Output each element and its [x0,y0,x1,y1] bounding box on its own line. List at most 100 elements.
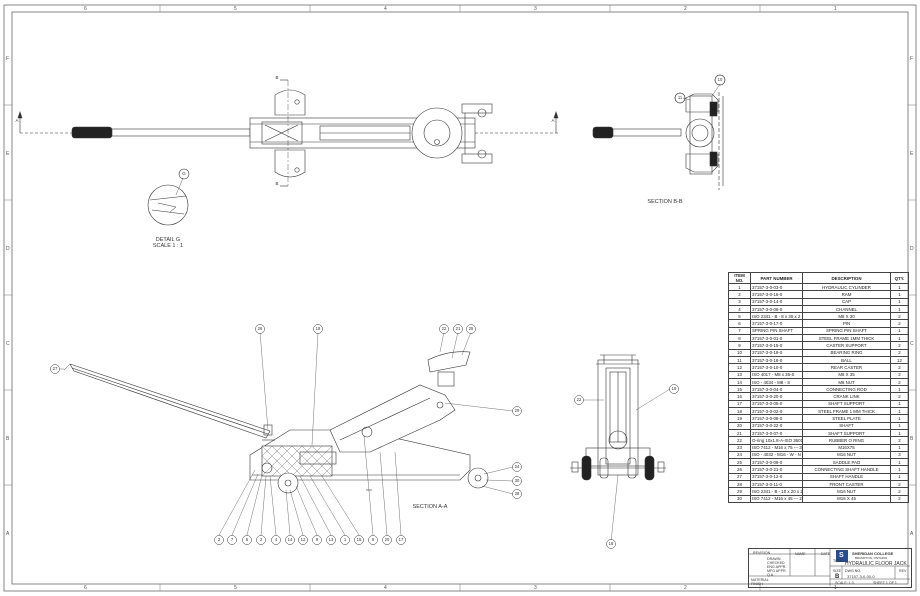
bom-cell-item-no: 7 [728,326,751,336]
bom-cell-part-number: 37157-3-0-17-0 [750,319,803,328]
bom-cell-qty: 1 [890,443,909,452]
bom-cell-description: M16X75 [802,443,891,452]
bom-cell-item-no: 14 [728,377,751,387]
bom-cell-part-number: 37157-3-0-09-0 [750,458,803,467]
zone-col-6: 6 [84,6,87,12]
title-block-dwg-no-label: DWG NO. [845,569,862,573]
title-block-title-label: TITLE: [833,559,844,563]
balloon-bb-10: 10 [717,77,723,82]
bom-cell-part-number: 37157-3-0-04-0 [750,385,803,394]
bom-cell-qty: 2 [890,487,909,496]
bom-cell-description: BEARING RING [802,348,891,357]
balloon-end-22: 22 [576,397,582,402]
detail-g-view [147,168,190,226]
balloon-bottom-15: 15 [356,537,362,542]
bom-header-qty: QTY. [890,272,909,284]
zone-row-a-right: A [910,531,914,537]
bom-cell-qty: 2 [890,377,909,387]
bom-cell-item-no: 12 [728,363,751,372]
bom-header-description: DESCRIPTION [802,272,891,284]
bom-cell-item-no: 16 [728,392,751,401]
bom-cell-qty: 1 [890,290,909,299]
bom-cell-qty: 2 [890,363,909,372]
bom-cell-qty: 1 [890,282,909,292]
bom-cell-part-number: 37157-3-0-02-0 [750,407,803,416]
bom-cell-item-no: 10 [728,348,751,357]
bom-cell-part-number: SPRING PIN SHAFT [750,326,803,336]
bom-cell-item-no: 3 [728,297,751,306]
bom-cell-part-number: 37157-3-0-12-0 [750,472,803,482]
bom-cell-qty: 1 [890,428,909,438]
bom-cell-qty: 1 [890,407,909,416]
title-block: REVISION DRAWN CHECKED ENG APPR. MFG APP… [748,548,912,588]
bom-cell-description: RUBBER O RING [802,436,891,445]
balloon-28: 28 [514,491,520,496]
bom-cell-item-no: 6 [728,319,751,328]
bom-cell-qty: 1 [890,334,909,343]
section-mark-a-right: A [551,118,555,123]
bom-cell-part-number: 37157-3-0-19-0 [750,348,803,357]
bom-cell-part-number: 37157-3-0-01-0 [750,334,803,343]
bom-cell-item-no: 8 [728,334,751,343]
bom-cell-part-number: 37157-3-0-10-0 [750,363,803,372]
bom-cell-part-number: 37157-3-0-21-0 [750,465,803,474]
detail-g-title: DETAIL G [155,237,181,243]
bom-cell-item-no: 28 [728,479,751,489]
zone-col-5-bottom: 5 [234,585,237,591]
section-bb-view [592,74,726,190]
bom-cell-description: CONNECTING SHAFT HANDLE [802,465,891,474]
balloon-22: 22 [441,326,447,331]
drawing-size: B [835,574,840,580]
zone-row-a: A [6,531,10,537]
bom-cell-part-number: ISO 2341 - B - 8 x 30 x 2 - St [750,312,803,321]
bom-cell-item-no: 27 [728,472,751,482]
bom-cell-item-no: 19 [728,414,751,423]
bom-cell-item-no: 18 [728,407,751,416]
bom-cell-part-number: 37157-3-0-14-0 [750,297,803,306]
bom-cell-part-number: O-ring 10x1.8-A-ISO 3601-1 [750,436,803,445]
bom-cell-description: BALL [802,355,891,365]
bom-cell-qty: 1 [890,304,909,314]
bom-cell-part-number: 37157-3-0-03-0 [750,282,803,292]
bom-cell-part-number: 37157-3-0-11-0 [750,479,803,489]
bom-cell-item-no: 15 [728,385,751,394]
section-mark-b-top: B [275,75,279,80]
zone-col-5: 5 [234,6,237,12]
bom-cell-description: SADDLE PAD [802,458,891,467]
zone-row-d-right: D [910,246,914,252]
bom-cell-part-number: ISO 2341 - B - 10 x 20 x 2.5 - St [750,487,803,496]
logo-letter: S [839,552,844,559]
detail-g-scale: SCALE 1 : 1 [152,243,184,249]
bom-cell-item-no: 11 [728,355,751,365]
balloon-30: 30 [514,478,520,483]
balloon-bottom-20: 20 [384,537,390,542]
bom-cell-item-no: 25 [728,458,751,467]
zone-row-f-right: F [910,56,914,62]
bom-cell-part-number: ISO 4017 - M8 x 35-S [750,370,803,379]
bom-cell-part-number: 37157-3-0-07-0 [750,428,803,438]
bom-cell-description: M16 NUT [802,487,891,496]
bom-cell-description: M8 X 30 [802,312,891,321]
bom-cell-description: FRONT CASTER [802,479,891,489]
bom-cell-part-number: 37157-3-0-08-0 [750,414,803,423]
bom-cell-part-number: 37157-3-0-05-0 [750,399,803,409]
bom-cell-description: SHAFT [802,421,891,430]
title-block-finish: FINISH [751,582,763,586]
balloon-21: 21 [455,326,461,331]
bom-cell-qty: 1 [890,414,909,423]
balloon-27: 27 [52,366,58,371]
bom-cell-qty: 1 [890,421,909,430]
balloon-bottom-12: 12 [300,537,306,542]
bom-cell-part-number: ISO 7412 - M16 x 75 --- 31-WS [750,443,803,452]
bom-cell-part-number: 37157-3-0-15-0 [750,341,803,350]
